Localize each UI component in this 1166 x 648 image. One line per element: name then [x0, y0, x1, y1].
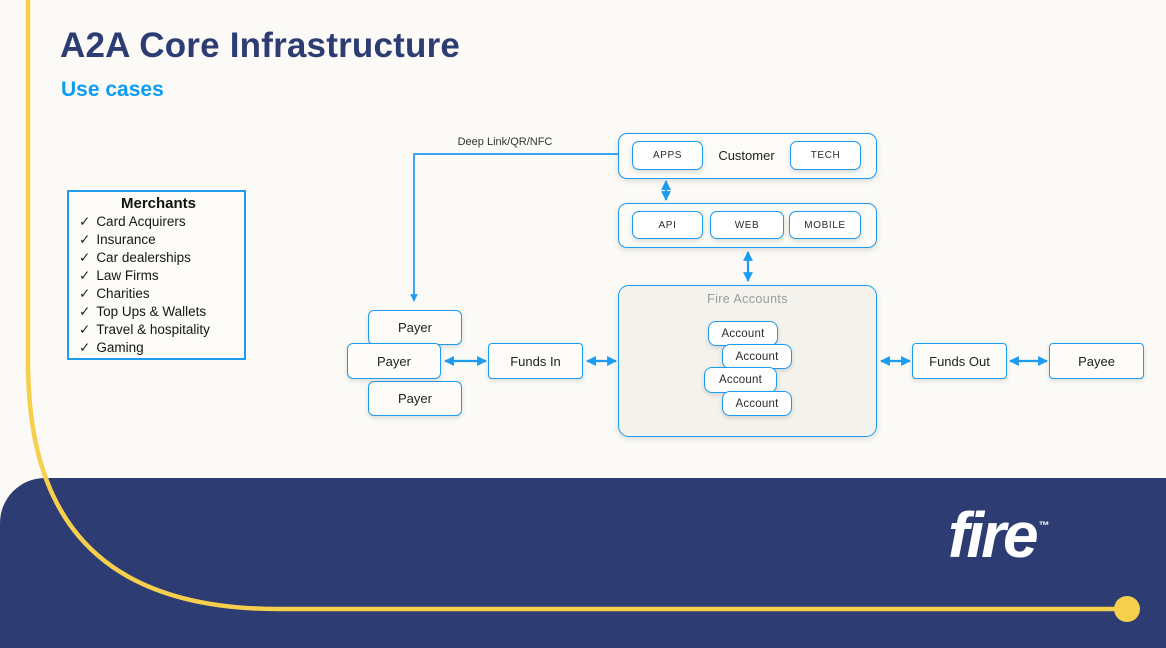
account-chip: Account — [708, 321, 778, 346]
merchant-item: ✓ Travel & hospitality — [79, 321, 238, 339]
fire-accounts-label: Fire Accounts — [707, 292, 788, 306]
mobile-chip: MOBILE — [789, 211, 861, 239]
deep-link-label: Deep Link/QR/NFC — [457, 136, 553, 148]
page-title: A2A Core Infrastructure — [60, 26, 461, 65]
trademark-mark: ™ — [1038, 520, 1050, 532]
api-chip: API — [632, 211, 703, 239]
merchant-item-label: Car dealerships — [96, 250, 191, 265]
customer-label: Customer — [718, 148, 775, 163]
tech-chip: TECH — [790, 141, 861, 170]
merchant-item: ✓ Insurance — [79, 231, 238, 249]
check-icon: ✓ — [79, 340, 91, 355]
merchant-item-label: Travel & hospitality — [96, 322, 210, 337]
merchant-item-label: Insurance — [96, 232, 156, 247]
account-chip: Account — [704, 367, 777, 393]
account-chip: Account — [722, 391, 792, 416]
payer-box: Payer — [368, 310, 462, 345]
payer-box: Payer — [368, 381, 462, 416]
merchant-item: ✓ Charities — [79, 285, 238, 303]
payer-box: Payer — [347, 343, 441, 379]
merchants-title: Merchants — [120, 195, 197, 212]
merchant-item-label: Law Firms — [96, 268, 159, 283]
check-icon: ✓ — [79, 304, 91, 319]
check-icon: ✓ — [79, 286, 91, 301]
check-icon: ✓ — [79, 214, 91, 229]
merchant-item-label: Charities — [96, 286, 150, 301]
funds-in-box: Funds In — [488, 343, 583, 379]
merchant-item: ✓ Law Firms — [79, 267, 238, 285]
check-icon: ✓ — [79, 322, 91, 337]
fire-logo-text: fire — [948, 499, 1039, 571]
merchant-item: ✓ Card Acquirers — [79, 213, 238, 231]
merchant-item: ✓ Car dealerships — [79, 249, 238, 267]
merchant-item-label: Top Ups & Wallets — [96, 304, 207, 319]
check-icon: ✓ — [79, 250, 91, 265]
web-chip: WEB — [710, 211, 784, 239]
payee-box: Payee — [1049, 343, 1144, 379]
deeplink-connector-arrow — [410, 153, 619, 302]
funds-out-box: Funds Out — [912, 343, 1007, 379]
merchant-item: ✓ Gaming — [79, 339, 238, 357]
merchant-item: ✓ Top Ups & Wallets — [79, 303, 238, 321]
account-chip: Account — [722, 344, 792, 369]
check-icon: ✓ — [79, 268, 91, 283]
merchant-item-label: Card Acquirers — [96, 214, 186, 229]
check-icon: ✓ — [79, 232, 91, 247]
page-subtitle: Use cases — [61, 78, 164, 101]
merchant-item-label: Gaming — [96, 340, 144, 355]
apps-chip: APPS — [632, 141, 703, 170]
merchants-panel: Merchants ✓ Card Acquirers ✓ Insurance ✓ Ca… — [67, 190, 246, 360]
